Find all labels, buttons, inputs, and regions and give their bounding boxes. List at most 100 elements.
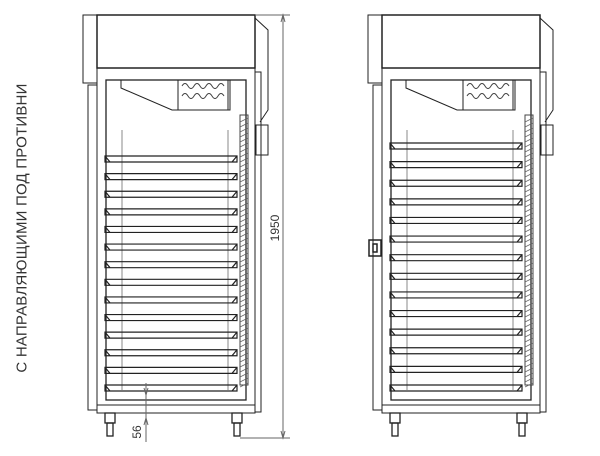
hatch-line [524,142,534,148]
hatch-line [524,332,534,338]
caster-wheel [106,422,114,437]
hatch-line [524,277,534,283]
hatch-line [524,307,534,313]
hatch-line [524,167,534,173]
hatch-line [239,262,249,268]
clearance-dimension: 56 [130,383,149,442]
tray [389,179,523,187]
tray [389,347,523,355]
hatch-line [524,172,534,178]
cabinet-body [96,67,256,414]
hatch-line [524,302,534,308]
right-cabinet [367,14,554,437]
hatch-line [239,247,249,253]
hatch-line [239,357,249,363]
hatch-line [524,267,534,273]
hatch-line [524,342,534,348]
hatch-line [524,177,534,183]
door-frame-right [254,71,262,413]
hatch-line [524,222,534,228]
hatch-line [239,142,249,148]
hatch-line [239,367,249,373]
hatch-line [524,297,534,303]
hatch-line [524,122,534,128]
hatch-line [239,227,249,233]
tray [389,198,523,206]
hatch-line [524,287,534,293]
hinge-block [540,124,554,156]
hinge-block [255,124,269,156]
tray [104,278,238,286]
hatch-line [524,242,534,248]
door-frame-left [87,84,98,411]
hatch-line [524,252,534,258]
hatch-line [524,202,534,208]
fan-grille [462,79,514,111]
tray [104,296,238,304]
hatch-line [239,182,249,188]
hatch-line [239,272,249,278]
hatch-line [239,117,249,123]
height-dimension: 1950 [240,13,290,440]
clearance-dimension-label: 56 [130,425,144,439]
door-handle [368,239,382,257]
hatch-line [524,197,534,203]
hatch-line [239,137,249,143]
tray [389,272,523,280]
hatch-line [239,342,249,348]
hatch-line [239,302,249,308]
hatch-line [239,222,249,228]
inner-chamber [105,79,247,401]
grille-wave [181,83,225,89]
hatch-line [524,127,534,133]
hatch-line [239,147,249,153]
hatch-line [239,217,249,223]
hatch-line [524,232,534,238]
left-top-panel [367,14,383,84]
hatch-line [524,337,534,343]
top-compartment [96,14,256,69]
tray [104,190,238,198]
left-cabinet [82,14,269,437]
hatch-line [239,192,249,198]
hatch-line [239,187,249,193]
hatch-line [239,327,249,333]
hatch-line [524,367,534,373]
tray [389,309,523,318]
hatch-line [524,262,534,268]
hatch-line [524,347,534,353]
hatch-line [239,242,249,248]
right-top-bevel [539,17,554,123]
hatch-line [239,377,249,383]
caster-wheel [391,422,399,437]
tray [104,313,238,322]
hatch-line [239,362,249,368]
hatch-line [524,382,534,388]
hatch-line [239,157,249,163]
tray [104,384,238,392]
hatch-line [524,132,534,138]
tray [104,243,238,251]
caster-mount [231,412,243,424]
hatch-line [524,312,534,318]
hatch-line [524,227,534,233]
caster-mount [104,412,116,424]
grille-wave [466,93,510,99]
hatch-line [524,322,534,328]
hatch-line [239,162,249,168]
left-top-panel [82,14,98,84]
hatch-line [239,282,249,288]
hatch-line [524,192,534,198]
hatch-line [239,167,249,173]
tray [104,261,238,269]
hatch-line [524,147,534,153]
tray [104,155,238,163]
hatch-line [239,352,249,358]
hatch-line [239,332,249,338]
hatch-line [524,152,534,158]
hatch-line [524,377,534,383]
door-frame-right [539,71,547,413]
hatch-line [239,152,249,158]
tray [104,208,238,216]
hatch-line [239,292,249,298]
